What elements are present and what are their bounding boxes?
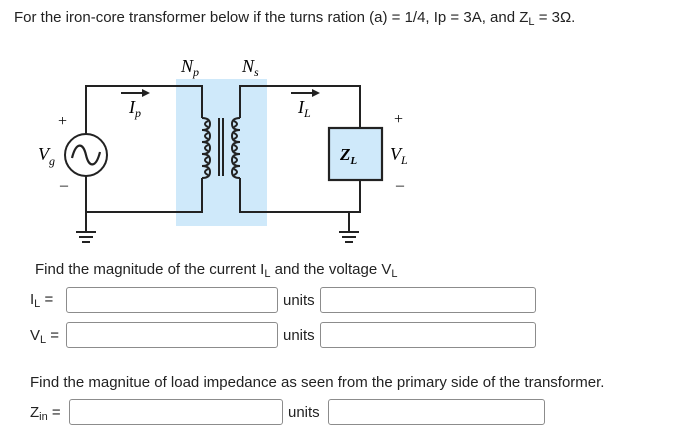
iron-core-region (176, 79, 267, 226)
vl-value-input[interactable] (66, 322, 278, 348)
zin-value-input[interactable] (69, 399, 283, 425)
section2-prompt: Find the magnitue of load impedance as s… (30, 374, 605, 391)
ip-arrow-head (142, 89, 150, 97)
vl-minus: – (395, 177, 405, 194)
il-units-label: units (283, 292, 315, 309)
ip-label: Ip (128, 97, 141, 120)
question-sub: L (528, 16, 535, 28)
load-impedance-box (327, 126, 384, 182)
il-value-input[interactable] (66, 287, 278, 313)
secondary-coil-icon (230, 117, 241, 179)
vg-minus: – (59, 177, 69, 194)
vl-units-label: units (283, 327, 315, 344)
ns-label: Ns (241, 56, 259, 79)
vl-row-label: VL = (30, 327, 60, 346)
question-prefix: For the iron-core transformer below if t… (14, 9, 529, 26)
primary-coil-icon (201, 117, 212, 179)
il-label: IL (297, 97, 311, 120)
question-text: For the iron-core transformer below if t… (14, 9, 576, 28)
zin-units-input[interactable] (328, 399, 545, 425)
zl-label: ZL (339, 145, 357, 167)
vl-label: VL (390, 144, 408, 167)
circuit-wires (76, 85, 361, 243)
vg-plus: + (58, 113, 67, 130)
question-suffix: = 3Ω. (534, 9, 576, 26)
il-row-label: IL = (30, 291, 54, 310)
zin-row-label: Zin = (30, 404, 61, 423)
vg-label: Vg (38, 144, 55, 168)
section1-prompt: Find the magnitude of the current IL and… (35, 261, 398, 280)
vl-units-input[interactable] (320, 322, 536, 348)
il-units-input[interactable] (320, 287, 536, 313)
zin-units-label: units (288, 404, 320, 421)
il-arrow-head (312, 89, 320, 97)
np-label: Np (180, 56, 199, 79)
vl-plus: + (394, 111, 403, 128)
